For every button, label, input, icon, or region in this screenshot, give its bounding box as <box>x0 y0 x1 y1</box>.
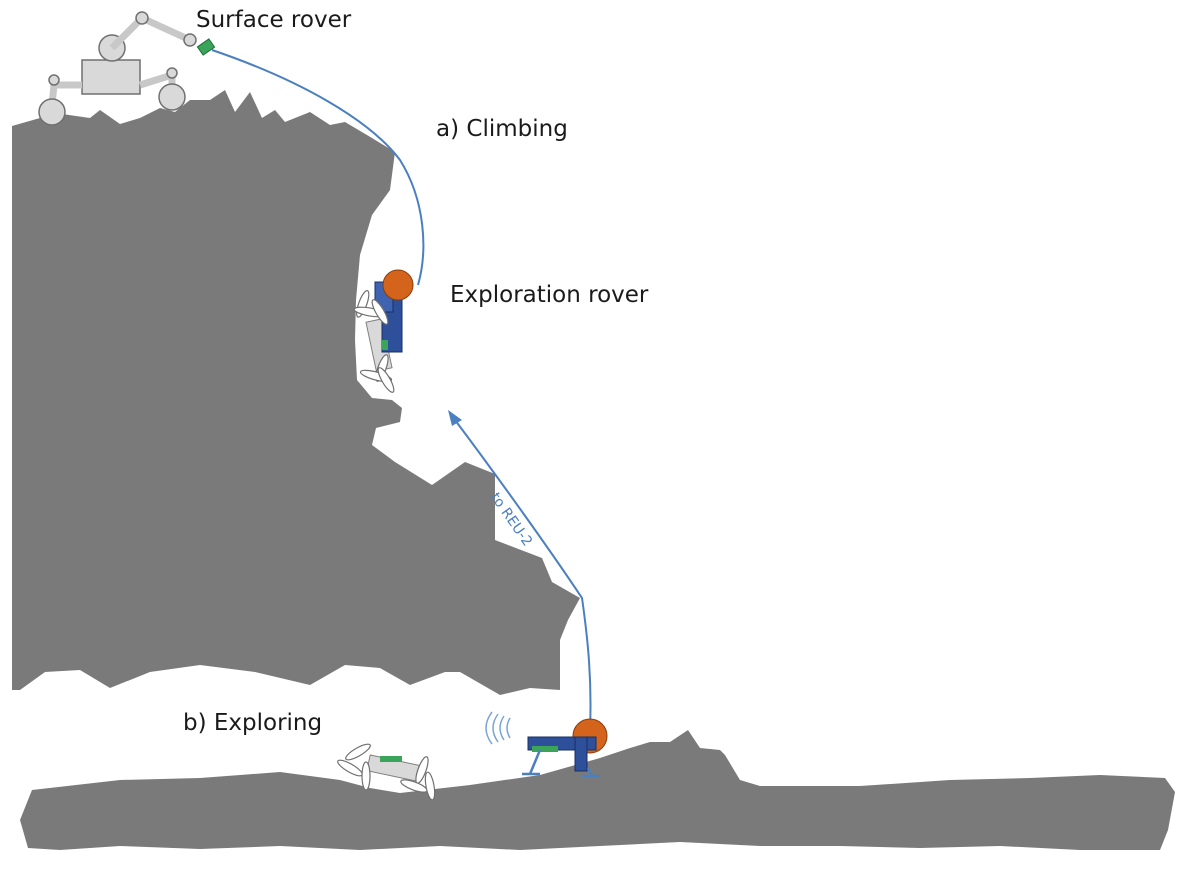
ledge-rock <box>20 730 1175 850</box>
cliff-rock <box>12 90 580 695</box>
surface-rover-label: Surface rover <box>196 7 352 33</box>
ledge-lander <box>522 718 608 778</box>
surface-rover-robot <box>38 11 197 126</box>
tether-climbing <box>211 49 425 286</box>
tether-arrowhead <box>448 410 462 426</box>
exploration-rover-climbing <box>353 269 414 393</box>
surface-anchor-plate <box>196 38 216 56</box>
exploring-label: b) Exploring <box>183 710 323 736</box>
exploration-rover-exploring <box>337 743 436 801</box>
tether-exploring <box>454 419 592 731</box>
climbing-label: a) Climbing <box>436 116 568 142</box>
exploration-rover-label: Exploration rover <box>450 282 649 308</box>
signal-waves-icon <box>485 711 511 745</box>
